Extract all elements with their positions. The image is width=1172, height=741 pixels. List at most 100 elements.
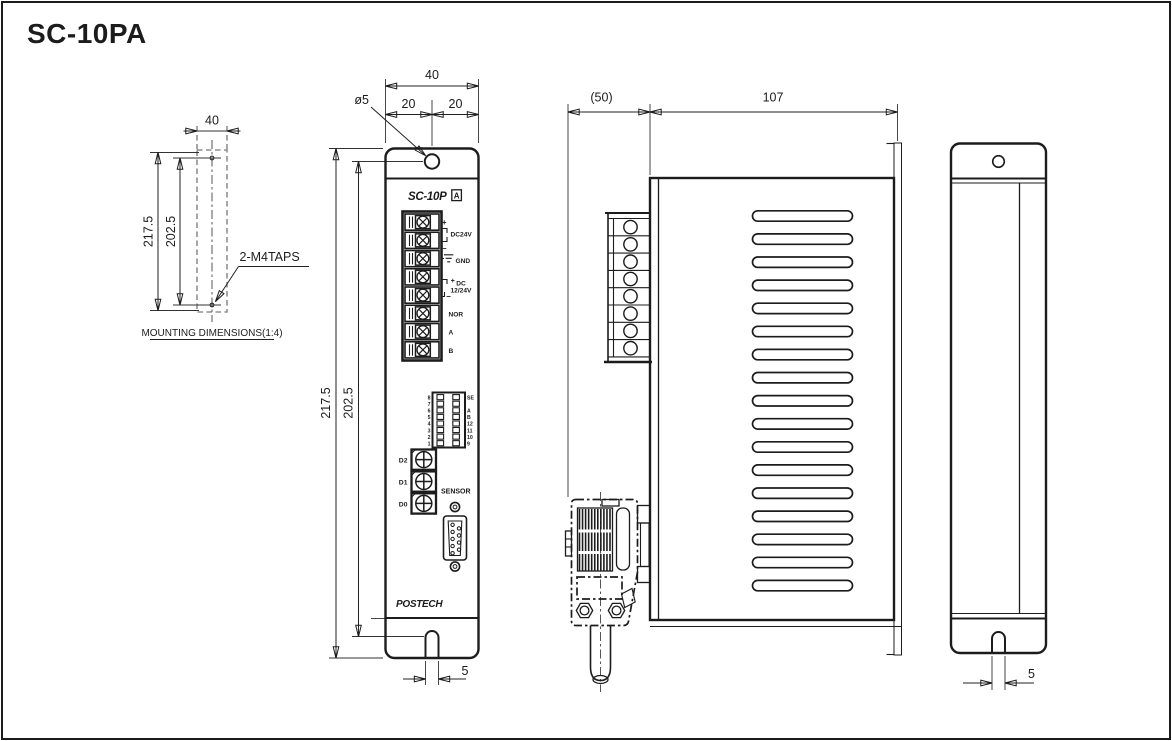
terminal-screw-side — [623, 236, 638, 252]
terminal-cell — [404, 231, 440, 250]
label-dc24v: DC24V — [451, 232, 473, 239]
dsub-pin — [456, 547, 462, 552]
screw-slot — [418, 235, 428, 245]
connector-label-area — [576, 576, 623, 600]
dsub-pin — [456, 526, 462, 531]
screw-slot — [418, 327, 428, 337]
vent-louver — [751, 348, 854, 361]
dip-contacts — [436, 394, 460, 447]
terminal-cell — [404, 304, 440, 323]
mounting-caption: MOUNTING DIMENSIONS(1:4) — [141, 328, 282, 339]
vent-louver — [751, 209, 854, 223]
label-b: B — [449, 348, 454, 355]
terminal-cell — [404, 322, 440, 341]
terminal-screw-side — [623, 219, 638, 235]
mounting-tap-note: 2-M4TAPS — [240, 250, 300, 264]
screw-slot — [418, 217, 428, 227]
back-dim-slot: 5 — [1028, 667, 1035, 681]
dip-contact — [452, 420, 460, 427]
terminal-block — [401, 210, 443, 362]
terminal-cell — [404, 267, 440, 286]
front-bottom-slot — [424, 630, 440, 657]
vent-louver — [751, 233, 854, 246]
label-d1: D1 — [399, 479, 408, 486]
plus-sign-dc24: + — [442, 218, 447, 227]
dsub-pin — [450, 536, 455, 542]
label-a: A — [449, 330, 454, 337]
label-sensor: SENSOR — [441, 489, 471, 496]
screw-slot — [418, 345, 428, 355]
rotary-switch-body — [410, 448, 438, 471]
vent-louver — [751, 325, 854, 338]
dsub-pin — [450, 543, 455, 549]
dip-num: 2 — [428, 435, 431, 441]
side-view: (50) 107 — [564, 91, 902, 692]
terminal-screw — [416, 215, 430, 229]
dip-label: SE — [467, 395, 474, 401]
mounting-dim-pitch: 202.5 — [164, 216, 178, 247]
label-gnd: GND — [456, 258, 471, 265]
side-dim-ref: (50) — [590, 91, 612, 105]
vent-louver — [751, 556, 854, 569]
dsub-pins — [450, 522, 462, 556]
dip-contact — [452, 440, 460, 447]
page-title: SC-10PA — [27, 18, 147, 49]
front-dim-hole: ø5 — [354, 93, 369, 107]
side-dim-depth: 107 — [763, 91, 784, 105]
screw-slot — [418, 290, 428, 300]
back-mount-hole — [991, 154, 1006, 169]
dsub-pin — [456, 533, 462, 538]
rotary-corner-mark — [411, 471, 416, 476]
device-logo-suffix: A — [454, 192, 460, 201]
mounting-dim-overall: 217.5 — [142, 216, 156, 247]
terminal-screw — [416, 288, 430, 302]
plus-sign-dc12: + — [451, 278, 455, 285]
front-dim-width: 40 — [425, 68, 439, 82]
rotary-switch-body — [410, 492, 438, 515]
dip-num: 8 — [428, 395, 431, 401]
dip-contact — [452, 400, 460, 407]
dip-num: 1 — [428, 441, 431, 447]
label-dc1224: 12/24V — [451, 288, 473, 295]
dsub-connector-front — [442, 501, 468, 572]
vent-louvers — [751, 209, 854, 592]
dsub-pin — [450, 522, 455, 527]
dip-switch: 8 7 6 5 4 3 2 1 SE A B 12 11 10 9 — [428, 391, 474, 449]
dip-contact — [436, 433, 445, 440]
dip-label: 11 — [467, 428, 473, 434]
front-view: 40 20 20 ø5 217.5 202.5 SC-10P A + — [319, 68, 480, 685]
terminal-screw-side — [623, 254, 638, 270]
terminal-cells — [404, 213, 440, 359]
dip-contact — [436, 420, 445, 427]
vent-louver — [751, 302, 854, 315]
cable — [589, 625, 612, 682]
minus-sign-dc12: − — [446, 292, 451, 301]
front-mount-hole — [423, 153, 441, 170]
terminal-screw — [416, 270, 430, 284]
vent-louver — [751, 394, 854, 407]
vent-louver — [751, 440, 854, 454]
dip-num: 3 — [428, 428, 431, 434]
vent-louver — [751, 417, 854, 430]
vent-louver — [751, 371, 854, 384]
vent-louver — [751, 533, 854, 546]
terminal-cell — [404, 249, 440, 268]
dip-switch-body — [431, 391, 466, 449]
vent-louver — [751, 279, 854, 292]
terminal-screw-side — [623, 288, 638, 304]
label-nor: NOR — [449, 312, 464, 319]
dsub-pin — [450, 529, 455, 535]
terminal-labels: + DC24V − GND + DC 12/24V − NOR A B — [440, 218, 473, 355]
dip-num: 6 — [428, 409, 431, 415]
dip-contact — [436, 426, 445, 434]
label-d2: D2 — [399, 458, 408, 465]
screw-slot — [418, 308, 428, 318]
screw-slot — [418, 254, 428, 264]
dip-label: B — [467, 415, 471, 421]
dip-num: 7 — [428, 402, 431, 408]
screw-slot — [418, 272, 428, 282]
vent-louver — [751, 464, 854, 477]
terminal-screw — [416, 343, 430, 357]
